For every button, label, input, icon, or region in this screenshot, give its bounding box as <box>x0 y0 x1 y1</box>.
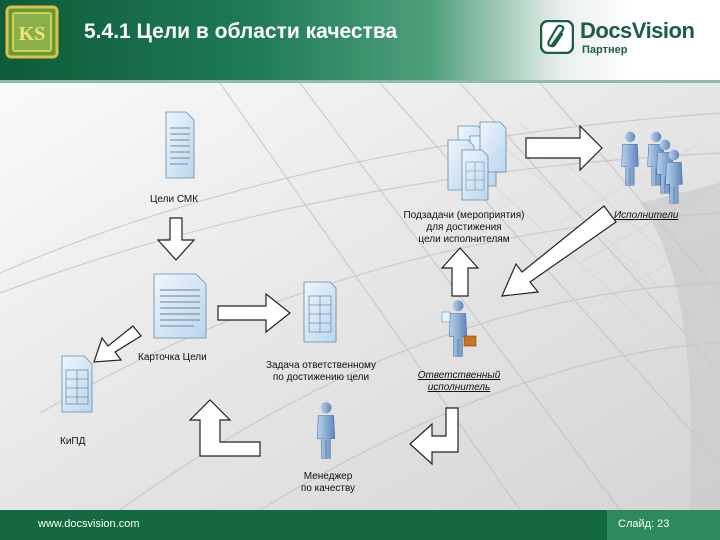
label-subtasks: Подзадачи (мероприятия) для достижения ц… <box>392 210 536 246</box>
label-task: Задача ответственному по достижению цели <box>254 360 388 384</box>
executors-group-icon <box>621 131 683 204</box>
label-goals-qms: Цели СМК <box>150 194 199 205</box>
paperclip-icon <box>540 20 574 54</box>
docsvision-logo: DocsVision Партнер <box>540 18 702 62</box>
slide-number: Слайд: 23 <box>618 518 670 530</box>
label-manager-line2: по качеству <box>300 483 356 494</box>
document-task-icon <box>303 281 337 343</box>
arrow-goals-to-card <box>156 217 196 261</box>
arrow-manager-to-card <box>188 399 261 457</box>
docsvision-partner: Партнер <box>582 44 628 56</box>
footer-url-link[interactable]: www.docsvision.com <box>38 518 140 530</box>
quality-manager-icon <box>316 401 336 459</box>
ks-logo-icon: KS <box>5 5 59 59</box>
label-responsible: Ответственный исполнитель <box>404 370 514 394</box>
label-subtasks-line1: Подзадачи (мероприятия) <box>403 210 525 221</box>
header-bar <box>0 0 720 80</box>
label-responsible-line2: исполнитель <box>427 382 491 393</box>
background-architecture <box>0 83 720 510</box>
label-subtasks-line2: для достижения <box>426 222 502 233</box>
documents-subtasks-icon <box>447 121 507 201</box>
arrow-card-to-task <box>217 292 291 334</box>
page-title: 5.4.1 Цели в области качества <box>84 20 398 43</box>
label-subtasks-line3: цели исполнителям <box>418 234 510 245</box>
arrow-card-to-kipd <box>93 325 142 363</box>
label-task-line1: Задача ответственному <box>265 360 377 371</box>
label-goal-card: Карточка Цели <box>138 352 207 363</box>
footer-bar <box>0 510 720 540</box>
document-goals-qms-icon <box>165 111 195 179</box>
label-quality-manager: Менеджер по качеству <box>290 471 366 495</box>
label-responsible-line1: Ответственный <box>417 370 501 381</box>
docsvision-brand: DocsVision <box>580 18 695 43</box>
arrow-subtasks-to-executors <box>525 124 603 172</box>
document-goal-card-icon <box>153 273 207 339</box>
document-kipd-icon <box>61 355 93 413</box>
arrow-responsible-to-manager <box>409 407 459 466</box>
label-manager-line1: Менеджер <box>303 471 353 482</box>
ks-logo-text: KS <box>19 23 46 45</box>
arrow-responsible-to-subtasks <box>440 247 480 297</box>
label-kipd: КиПД <box>60 436 86 447</box>
label-executors: Исполнители <box>614 210 679 221</box>
header-divider <box>0 80 720 83</box>
responsible-person-icon <box>441 299 477 357</box>
arrow-executors-to-responsible <box>501 205 617 297</box>
label-task-line2: по достижению цели <box>272 372 370 383</box>
footer-accent <box>607 510 720 540</box>
